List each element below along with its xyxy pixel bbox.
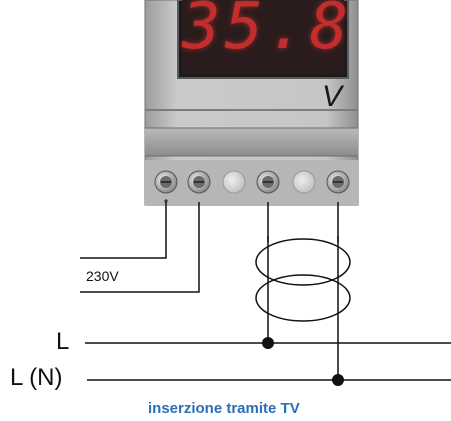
meter-body <box>144 0 359 206</box>
empty-terminal <box>222 170 246 194</box>
supply-wire-1 <box>80 202 167 259</box>
screw-terminal-icon <box>154 170 178 194</box>
meter-unit: V <box>322 80 343 113</box>
junction-dot <box>332 374 344 386</box>
voltage-transformer-icon <box>255 238 351 322</box>
empty-terminal <box>292 170 316 194</box>
terminal-block <box>154 170 350 203</box>
supply-wire-2 <box>80 202 200 293</box>
line-label: L <box>56 328 70 355</box>
line-neutral-label: L (N) <box>10 364 63 391</box>
screw-terminal-icon <box>187 170 211 194</box>
junction-dot <box>262 337 274 349</box>
screw-terminal-icon <box>256 170 280 194</box>
screw-terminal-icon <box>326 170 350 194</box>
supply-voltage-label: 230V <box>86 268 119 284</box>
wiring <box>80 202 451 381</box>
meter-reading: 35.8 <box>182 0 353 64</box>
diagram-caption: inserzione tramite TV <box>148 400 300 417</box>
